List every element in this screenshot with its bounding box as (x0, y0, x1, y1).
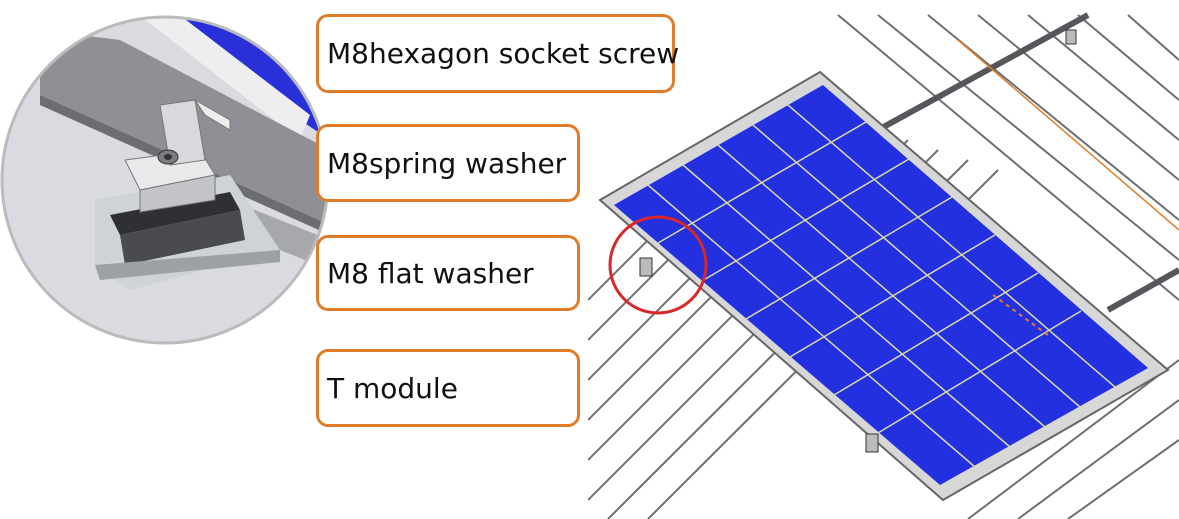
highlight-circle (608, 215, 708, 315)
clamp-left (639, 257, 653, 277)
label-flat-washer: M8 flat washer (316, 235, 580, 311)
label-hex-screw-text: M8hexagon socket screw (327, 37, 680, 70)
clamp-hook (159, 99, 206, 166)
clamp-bottom (865, 433, 879, 453)
label-hex-screw: M8hexagon socket screw (316, 14, 679, 93)
label-flat-washer-text: M8 flat washer (327, 256, 534, 290)
label-spring-washer-text: M8spring washer (327, 146, 567, 180)
mounting-rails (876, 12, 1179, 313)
cell-grid (647, 104, 1116, 468)
clamp-detail-zoom (0, 15, 330, 345)
roof-panel-illustration (588, 0, 1179, 519)
label-t-module: T module (316, 349, 580, 427)
label-t-module-text: T module (327, 371, 458, 405)
label-spring-washer: M8spring washer (316, 124, 580, 202)
